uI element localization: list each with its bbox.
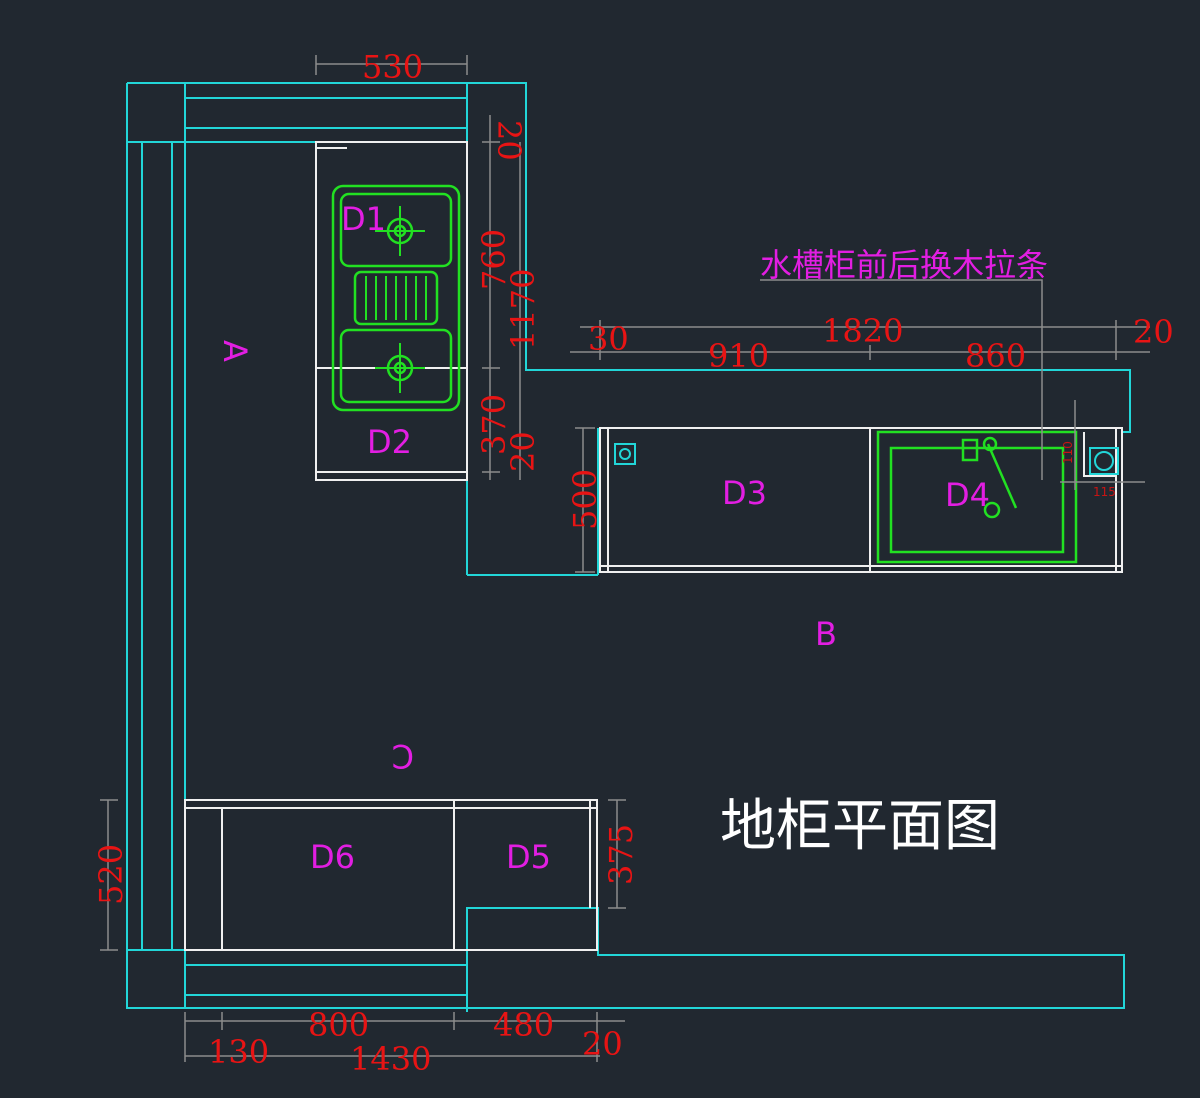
dim-30: 30: [588, 320, 629, 358]
cabinet-d3-label: D3: [722, 474, 767, 512]
zone-a-label: A: [216, 340, 254, 362]
cabinet-d1-label: D1: [341, 200, 386, 238]
stove-symbol: [331, 184, 461, 412]
dim-530: 530: [362, 48, 423, 86]
zone-b-label: B: [815, 615, 837, 653]
dim-375: 375: [602, 824, 640, 885]
note-sink-cabinet: 水槽柜前后换木拉条: [760, 246, 1048, 284]
dim-800: 800: [308, 1006, 369, 1044]
cabinet-outline: [126, 82, 1131, 1012]
cabinet-d4-label: D4: [945, 476, 990, 514]
dim-20-bottom: 20: [504, 431, 542, 472]
dim-370: 370: [475, 394, 513, 455]
dim-480: 480: [493, 1006, 554, 1044]
sink-symbol: [876, 430, 1078, 564]
zone-c-label: C: [392, 737, 414, 775]
drain-icon: [614, 443, 1119, 475]
cabinet-d6-label: D6: [310, 838, 355, 876]
dimension-lines: [100, 55, 1150, 1062]
dim-20-top: 20: [490, 120, 528, 161]
cabinet-d5-label: D5: [506, 838, 551, 876]
dim-1820: 1820: [822, 312, 903, 350]
dim-130: 130: [208, 1033, 269, 1071]
dim-115: 115: [1093, 485, 1116, 499]
dim-20-bottom-right: 20: [582, 1025, 623, 1063]
dim-500: 500: [566, 469, 604, 530]
dim-520: 520: [92, 844, 130, 905]
dim-1430: 1430: [350, 1040, 431, 1078]
dim-860: 860: [965, 337, 1026, 375]
dim-910: 910: [708, 337, 769, 375]
dim-110: 110: [1061, 441, 1075, 464]
dim-1170: 1170: [504, 269, 542, 350]
dim-20-right: 20: [1133, 313, 1174, 351]
cabinet-d2-label: D2: [367, 423, 412, 461]
dim-760: 760: [475, 229, 513, 290]
drawing-title: 地柜平面图: [720, 794, 1000, 859]
